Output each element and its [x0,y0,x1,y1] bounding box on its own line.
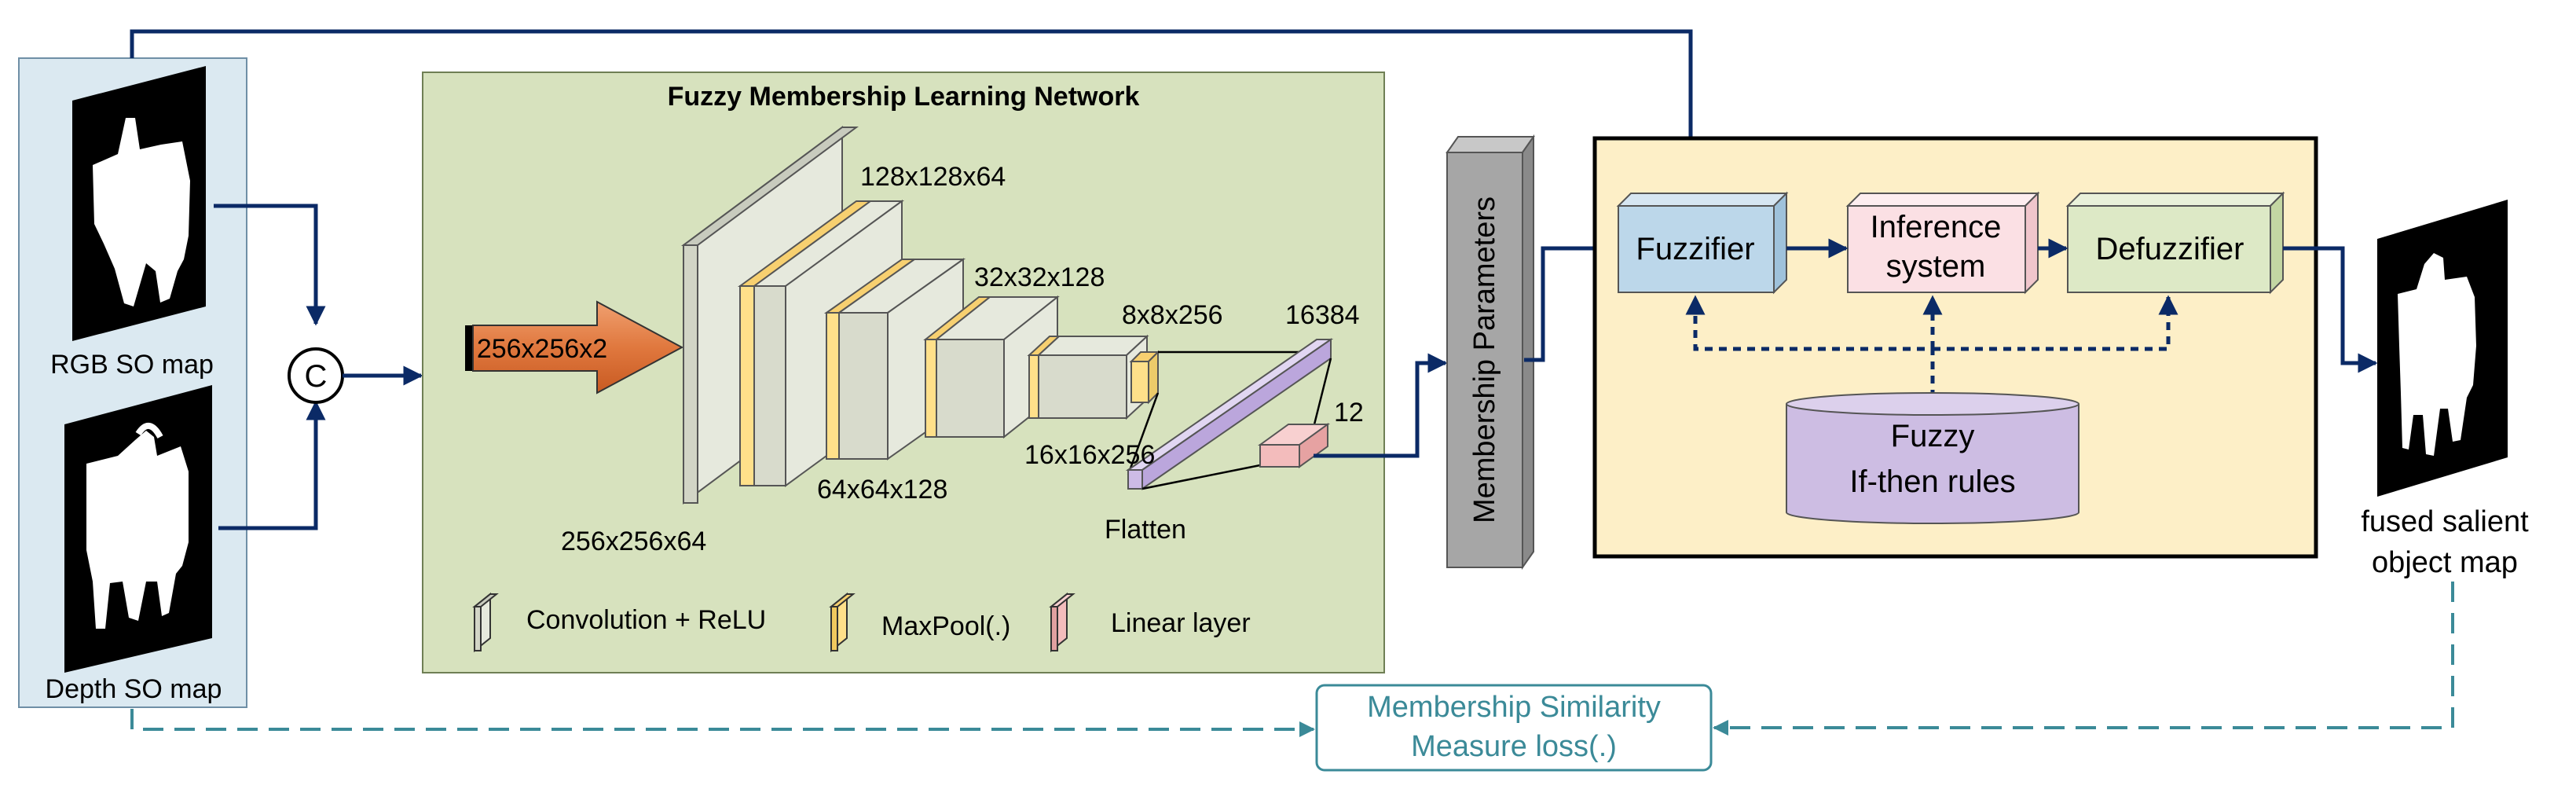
fuzzifier-block[interactable] [1616,191,1789,295]
rgb-to-concat-arrow [214,204,326,326]
flatten-layer [1125,338,1334,490]
maxpool-block-5 [1129,350,1160,405]
rgb-label: RGB SO map [50,350,214,380]
input-size-arrow [465,300,684,394]
defuzzifier-label: Defuzzifier [2096,232,2244,266]
loss-box [1315,684,1713,772]
dim-label: 8x8x256 [1122,300,1223,330]
dim-label: 32x32x128 [974,262,1105,292]
fuzzifier-label: Fuzzifier [1636,232,1754,266]
legend-linear-label: Linear layer [1111,608,1251,638]
legend-linear-icon [1049,592,1075,653]
dim-label: 12 [1334,398,1364,428]
input-size-label: 256x256x2 [477,334,607,364]
depth-saliency-map-image [64,385,212,673]
dim-label: 256x256x64 [561,527,706,556]
rgb-to-fuzzifier-arrow [130,29,1701,208]
network-panel: Fuzzy Membership Learning Network 256x25… [422,72,1385,673]
depth-label: Depth SO map [46,674,222,704]
legend-maxpool-label: MaxPool(.) [881,611,1010,641]
legend-conv-icon [472,592,499,653]
fused-output-image [2377,200,2508,497]
membership-parameters-label: Membership Parameters [1468,196,1501,523]
rules-label-line1: Fuzzy [1891,419,1975,453]
input-to-loss-dashed-arrow [130,709,1315,737]
membership-parameters-bar [1446,134,1535,571]
maxpool-block-1 [737,200,874,486]
inference-label-line1: Inference [1871,210,2002,244]
connector-line [1127,392,1160,475]
defuzzifier-block[interactable] [2065,191,2285,295]
connector-line [1141,464,1261,490]
linear-layer [1257,423,1331,468]
rules-label-line2: If-then rules [1849,464,2015,499]
dim-label: 128x128x64 [860,162,1006,192]
depth-to-concat-arrow [218,400,326,530]
membership-to-fuzzifier-arrow [1524,238,1616,362]
output-label-line2: object map [2372,546,2518,579]
flatten-label: Flatten [1105,515,1186,545]
dim-label: 16x16x256 [1024,440,1155,470]
rule-connections [1685,295,2178,398]
rgb-saliency-map-image [72,66,206,341]
legend-conv-label: Convolution + ReLU [526,605,766,635]
dim-label: 16384 [1285,300,1360,330]
output-label-line1: fused salient [2361,505,2529,538]
input-panel: RGB SO map Depth SO map [18,57,247,708]
defuzzifier-to-output-arrow [2283,246,2378,373]
fuzzy-rules-cylinder [1786,392,2079,524]
fuzzy-system-panel: Fuzzifier Inference system Defuzzifier [1592,136,2318,559]
inference-label-line2: system [1886,249,1986,284]
legend-maxpool-icon [829,592,856,653]
network-title: Fuzzy Membership Learning Network [668,82,1140,112]
loss-label-line2: Measure loss(.) [1411,730,1617,763]
concat-symbol: C [305,359,328,394]
loss-label-line1: Membership Similarity [1367,691,1661,724]
dim-label: 64x64x128 [817,475,947,505]
network-to-membership-arrow [1314,353,1448,458]
output-to-loss-dashed-arrow [1713,582,2454,736]
